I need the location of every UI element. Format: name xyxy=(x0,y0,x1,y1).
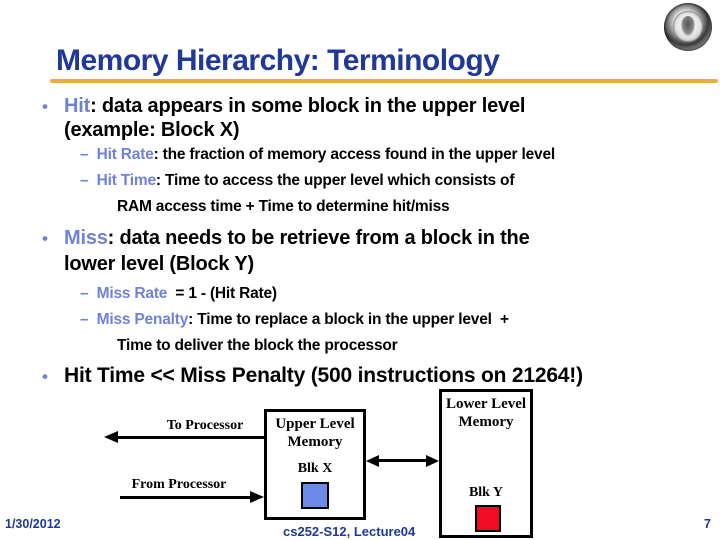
to-processor-label: To Processor xyxy=(166,418,244,433)
miss-penalty-continuation: Time to deliver the block the processor xyxy=(117,337,398,354)
dash-marker: – xyxy=(80,146,97,163)
footer-course: cs252-S12, Lecture04 xyxy=(283,524,416,539)
hit-time-line: – Hit Time: Time to access the upper lev… xyxy=(80,172,514,190)
bullet-marker: • xyxy=(42,229,48,248)
dash-marker: – xyxy=(80,172,97,189)
miss-rest: : data needs to be retrieve from a block… xyxy=(107,227,530,249)
blk-x-label: Blk X xyxy=(297,461,333,476)
hit-rest: : data appears in some block in the uppe… xyxy=(90,95,526,117)
seal-inner-ring xyxy=(673,11,703,42)
miss-line-2: lower level (Block Y) xyxy=(64,253,254,275)
hit-rate-rest: : the fraction of memory access found in… xyxy=(153,146,556,163)
blk-x-square xyxy=(301,482,329,509)
page-title: Memory Hierarchy: Terminology xyxy=(56,44,500,77)
arrow-right-icon xyxy=(426,454,439,467)
arrow-left-icon xyxy=(104,431,118,443)
to-processor-arrow-line xyxy=(116,436,264,439)
miss-penalty-term: Miss Penalty xyxy=(96,311,189,328)
hit-term: Hit xyxy=(64,95,91,117)
miss-penalty-line: – Miss Penalty: Time to replace a block … xyxy=(80,311,509,329)
arrow-right-icon xyxy=(250,491,264,503)
dash-marker: – xyxy=(80,285,97,302)
miss-rate-term: Miss Rate xyxy=(96,285,168,302)
dash-marker: – xyxy=(80,311,97,328)
hit-time-miss-penalty-line: Hit Time << Miss Penalty (500 instructio… xyxy=(64,364,583,387)
bullet-marker: • xyxy=(42,97,48,116)
hit-rate-line: – Hit Rate: the fraction of memory acces… xyxy=(80,146,555,164)
hit-time-continuation: RAM access time + Time to determine hit/… xyxy=(117,198,450,215)
from-processor-arrow-line xyxy=(120,496,252,499)
miss-penalty-rest: : Time to replace a block in the upper l… xyxy=(188,311,509,328)
hit-line-2: (example: Block X) xyxy=(64,119,240,141)
seal-emblem xyxy=(681,16,695,36)
bullet-marker: • xyxy=(42,367,48,386)
miss-line-1: Miss: data needs to be retrieve from a b… xyxy=(64,227,530,250)
miss-rate-rest: = 1 - (Hit Rate) xyxy=(167,285,277,302)
blk-y-square xyxy=(475,505,501,532)
university-seal-logo xyxy=(664,3,712,51)
hit-rate-term: Hit Rate xyxy=(96,146,154,163)
arrow-left-icon xyxy=(366,454,379,467)
title-underline xyxy=(50,79,718,83)
lower-level-memory-box: Lower Level Memory xyxy=(439,389,533,538)
footer-date: 1/30/2012 xyxy=(5,517,61,531)
hit-time-rest: : Time to access the upper level which c… xyxy=(155,172,515,189)
miss-term: Miss xyxy=(64,227,108,249)
transfer-arrow-line xyxy=(377,459,429,462)
hit-line-1: Hit: data appears in some block in the u… xyxy=(64,95,525,118)
from-processor-label: From Processor xyxy=(131,477,227,492)
miss-rate-line: – Miss Rate = 1 - (Hit Rate) xyxy=(80,285,277,303)
blk-y-label: Blk Y xyxy=(468,485,504,500)
hit-time-term: Hit Time xyxy=(96,172,156,189)
footer-page-number: 7 xyxy=(704,517,711,531)
